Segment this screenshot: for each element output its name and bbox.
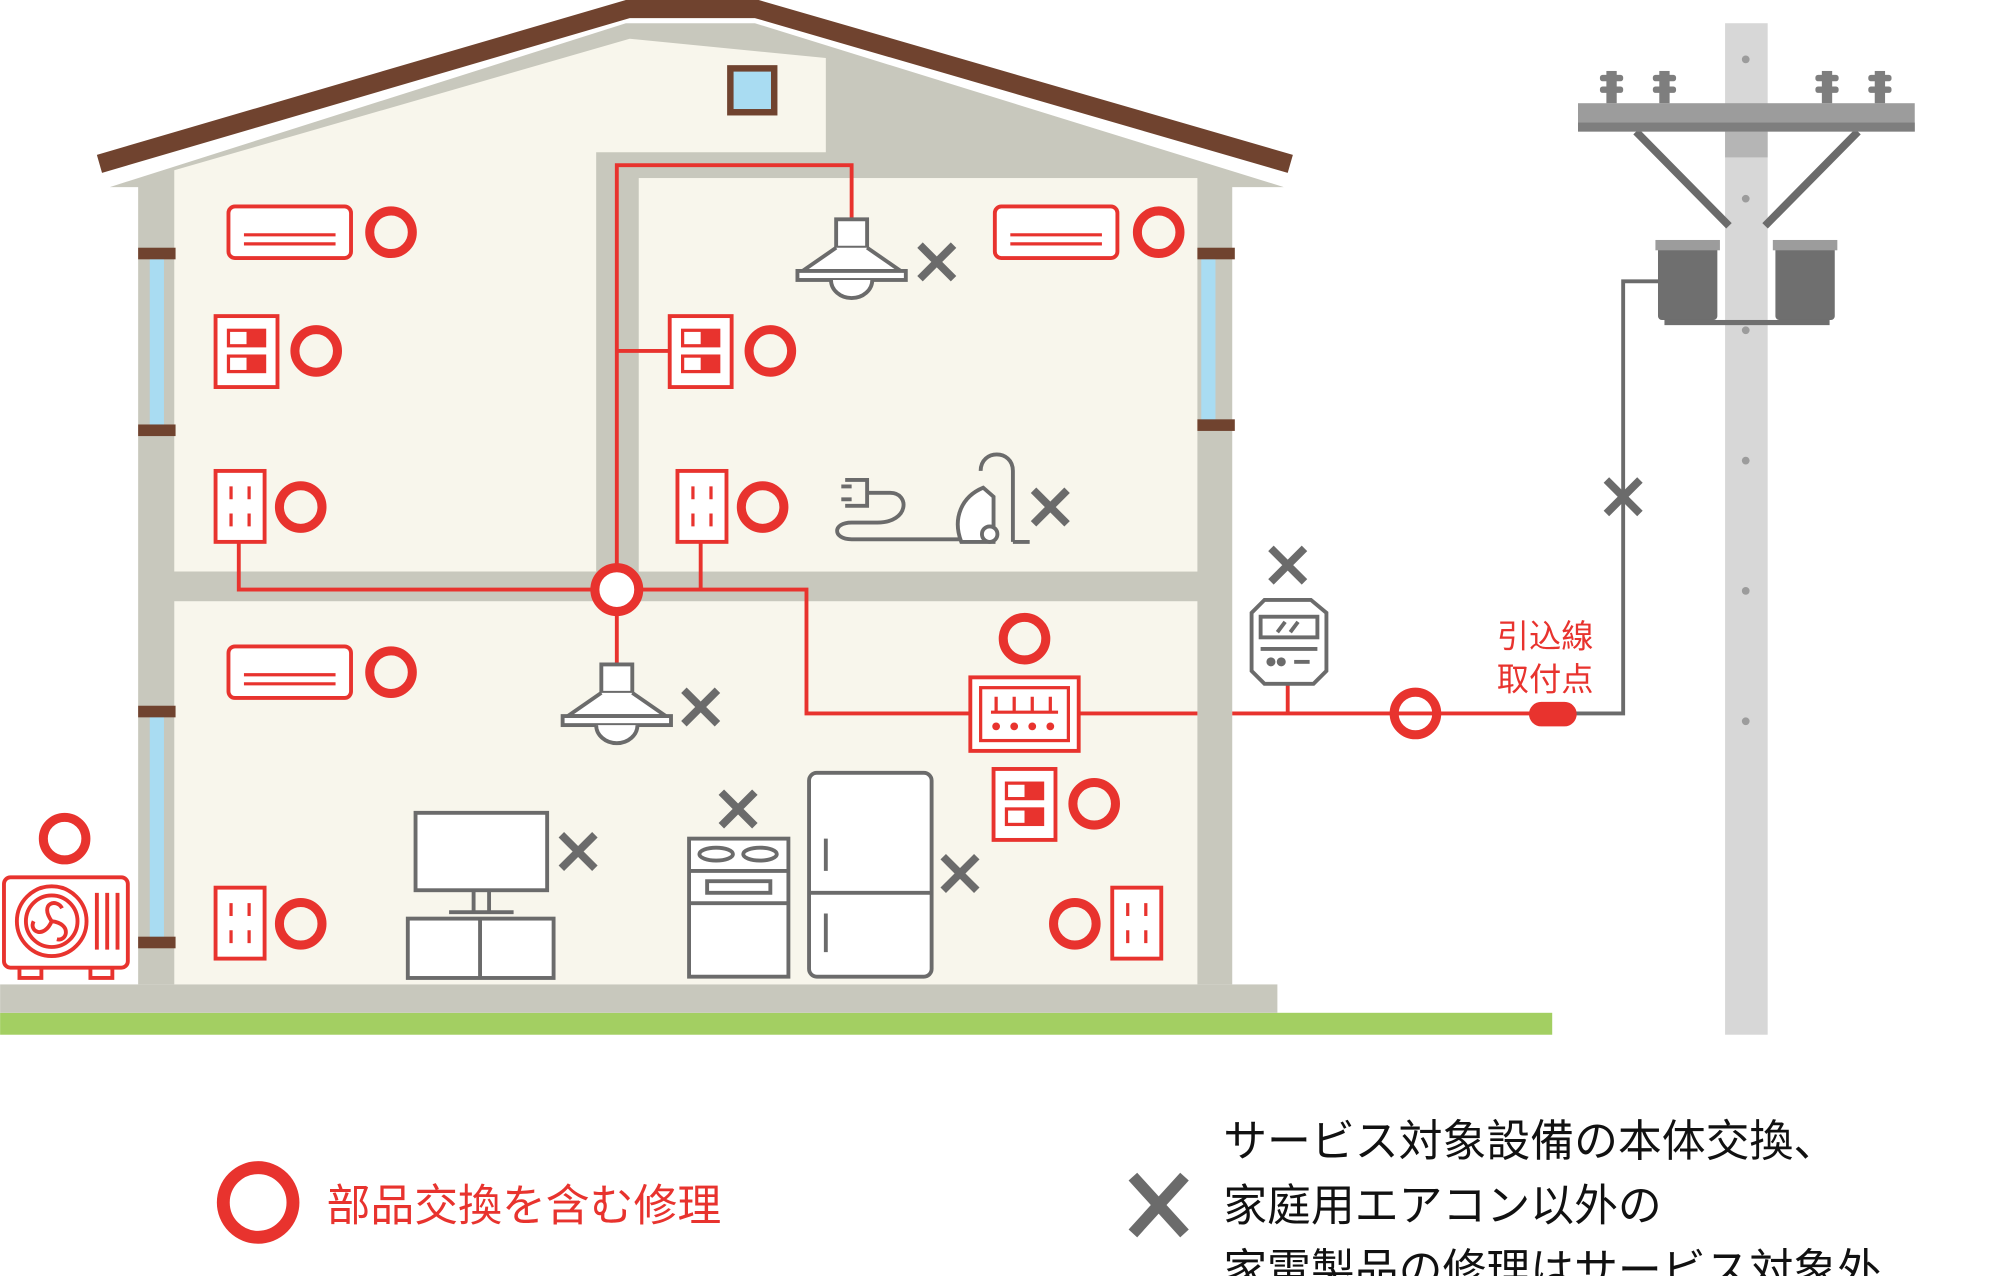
legend: 部品交換を含む修理 サービス対象設備の本体交換、 家庭用エアコン以外の 家電製品…	[216, 1116, 1881, 1276]
aircon-upper-right	[992, 204, 1120, 260]
refrigerator	[807, 770, 934, 979]
attic-window	[727, 65, 778, 116]
stove	[687, 836, 791, 979]
service-drop-label-line1: 引込線	[1497, 618, 1594, 656]
outlet-lower-right	[1110, 885, 1164, 961]
legend-excluded-line3: 家電製品の修理はサービス対象外	[1223, 1245, 1881, 1276]
switch-upper-right	[667, 314, 734, 389]
red-circle-icon	[216, 1161, 300, 1244]
outlet-lower-left	[213, 885, 267, 961]
switch-lower	[991, 767, 1058, 842]
junction-box	[590, 563, 644, 617]
roof	[96, 0, 1293, 173]
outlet-upper-left	[213, 468, 267, 544]
foundation	[0, 984, 1278, 1013]
gray-cross-icon	[1128, 1172, 1189, 1238]
service-drop-label-line2: 取付点	[1497, 660, 1594, 698]
switch-upper-left	[213, 314, 280, 389]
legend-excluded-line1: サービス対象設備の本体交換、	[1223, 1116, 1837, 1167]
window-upper-left	[149, 258, 164, 426]
attic-interior	[174, 38, 826, 572]
transformer	[1655, 239, 1838, 326]
legend-covered-text: 部品交換を含む修理	[327, 1181, 722, 1232]
electric-meter	[1249, 598, 1329, 686]
outdoor-aircon-unit	[2, 875, 130, 980]
service-drop-attachment-point	[1528, 701, 1577, 727]
utility-pole	[1578, 23, 1915, 1035]
outlet-upper-right	[675, 468, 729, 544]
window-lower-left	[149, 716, 164, 940]
distribution-board	[968, 675, 1081, 753]
window-upper-right	[1201, 258, 1216, 421]
aircon-upper-left	[226, 204, 353, 260]
vacuum-cleaner	[835, 452, 1030, 544]
television	[405, 810, 556, 980]
aircon-lower	[226, 644, 353, 700]
legend-excluded-line2: 家庭用エアコン以外の	[1223, 1181, 1662, 1232]
grass	[0, 1012, 1553, 1035]
